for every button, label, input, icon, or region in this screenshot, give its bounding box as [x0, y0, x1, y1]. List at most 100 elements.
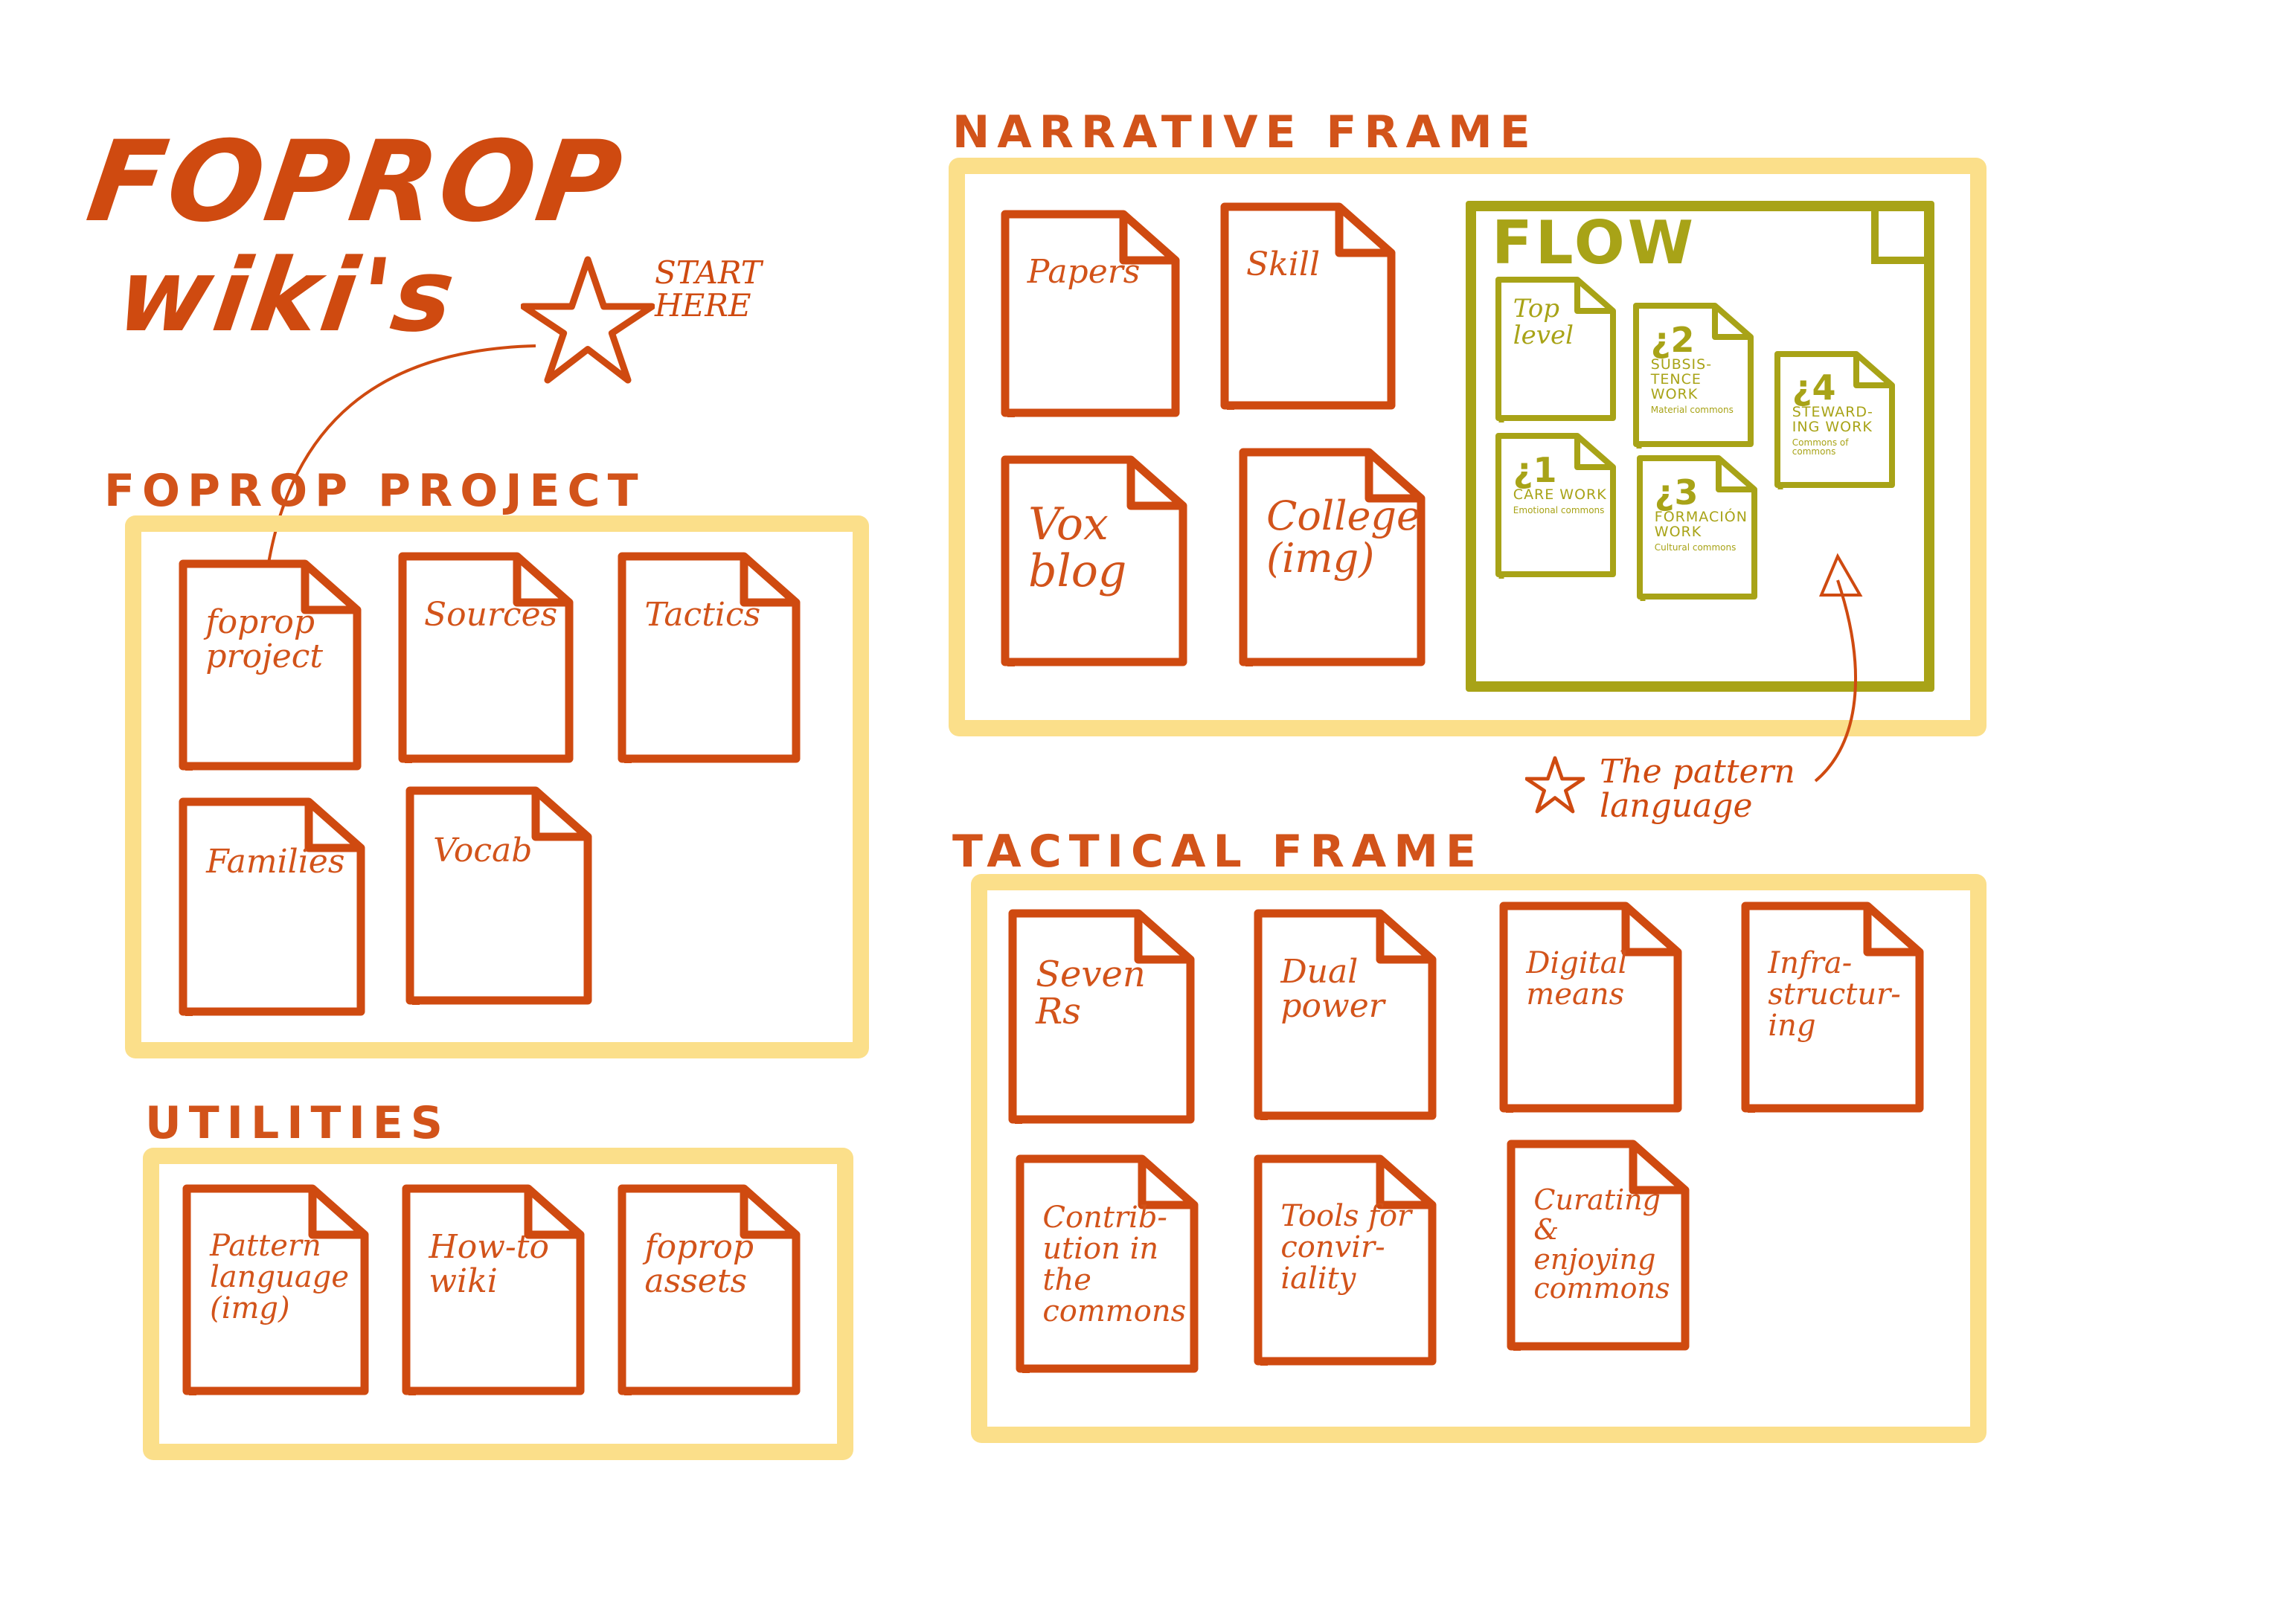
page-label: Pattern language (img): [210, 1228, 349, 1325]
flow-page-number: Top level: [1513, 294, 1574, 350]
tactical-heading: TACTICAL FRAME: [952, 826, 1484, 878]
page-icon: [179, 797, 365, 1016]
page-curating[interactable]: Curating & enjoying commons: [1507, 1138, 1700, 1354]
flow-page-work: FORMACIÓN WORK: [1654, 509, 1748, 541]
page-label: Families: [206, 843, 345, 881]
narrative-frame: [949, 158, 1986, 736]
flow-page-work: CARE WORK: [1513, 486, 1607, 504]
page-tools-conviviality[interactable]: Tools for convir-iality: [1254, 1153, 1447, 1369]
page-digital-means[interactable]: Digital means: [1499, 900, 1693, 1116]
page-label: Papers: [1027, 252, 1141, 291]
start-here-note: START HERE: [655, 254, 762, 324]
flow-page-commons: Cultural commons: [1654, 542, 1737, 553]
page-foprop-project[interactable]: foprop project: [179, 558, 372, 774]
page-icon: [405, 786, 592, 1005]
page-papers[interactable]: Papers: [1001, 208, 1190, 420]
page-pattern-language[interactable]: Pattern language (img): [182, 1183, 379, 1398]
page-label: Sources: [424, 595, 558, 634]
page-icon: [1254, 1154, 1437, 1366]
page-label: foprop assets: [644, 1227, 754, 1300]
page-vox-blog[interactable]: Vox blog: [1001, 454, 1198, 669]
page-icon: [179, 559, 362, 771]
flow-heading: FLOW: [1492, 208, 1697, 277]
page-families[interactable]: Families: [179, 796, 376, 1019]
page-contribution[interactable]: Contrib-ution in the commons: [1016, 1153, 1209, 1376]
flow-page-number: ¿4: [1792, 367, 1836, 408]
flow-page-number: ¿3: [1654, 472, 1699, 512]
page-icon: [618, 552, 801, 763]
flow-frame: [1466, 201, 1934, 692]
page-foprop-assets[interactable]: foprop assets: [618, 1183, 811, 1398]
page-label: Seven Rs: [1036, 953, 1146, 1033]
page-icon: [402, 1184, 585, 1395]
page-label: Vocab: [433, 832, 533, 870]
page-infrastructuring[interactable]: Infra-structur-ing: [1741, 900, 1934, 1116]
page-label: Infra-structur-ing: [1768, 945, 1901, 1043]
page-label: Skill: [1246, 245, 1321, 283]
page-label: Tools for convir-iality: [1280, 1198, 1412, 1296]
page-icon: [1633, 303, 1754, 449]
flow-page-top-level[interactable]: Top level: [1495, 275, 1622, 424]
page-icon: [182, 1184, 369, 1395]
flow-page-number: ¿1: [1513, 450, 1557, 490]
utilities-frame: [143, 1148, 853, 1460]
project-heading: FOPROP PROJECT: [104, 465, 646, 517]
page-label: foprop project: [205, 602, 324, 675]
flow-page-commons: Emotional commons: [1513, 505, 1605, 516]
tactical-frame: [971, 874, 1986, 1443]
project-frame: [125, 515, 869, 1058]
flow-page-work: STEWARD-ING WORK: [1792, 403, 1873, 435]
page-icon: [1495, 277, 1616, 422]
flow-page-label: Top level: [1513, 294, 1609, 352]
page-icon: [1637, 455, 1757, 601]
page-icon: [1008, 909, 1195, 1124]
page-icon: [1499, 902, 1682, 1113]
page-seven-rs[interactable]: Seven Rs: [1008, 907, 1205, 1127]
flow-page-number: ¿2: [1650, 320, 1695, 360]
page-label: How-to wiki: [429, 1227, 549, 1300]
page-icon: [398, 552, 574, 763]
page-label: Digital means: [1526, 945, 1628, 1012]
page-tactics[interactable]: Tactics: [618, 550, 811, 766]
page-icon: [1495, 433, 1616, 579]
page-how-to-wiki[interactable]: How-to wiki: [402, 1183, 595, 1398]
page-skill[interactable]: Skill: [1220, 201, 1406, 413]
page-dual-power[interactable]: Dual power: [1254, 907, 1447, 1123]
pattern-star-icon: [1524, 755, 1585, 814]
page-icon: [1774, 351, 1895, 489]
page-sources[interactable]: Sources: [398, 550, 584, 766]
page-vocab[interactable]: Vocab: [405, 785, 603, 1008]
page-label: Tactics: [644, 595, 761, 634]
page-label: Contrib-ution in the commons: [1042, 1201, 1187, 1328]
flow-page-commons: Material commons: [1650, 405, 1734, 416]
narrative-heading: NARRATIVE FRAME: [952, 106, 1538, 158]
page-label: Vox blog: [1028, 498, 1127, 597]
page-icon: [1507, 1140, 1690, 1351]
pattern-language-note: The pattern language: [1600, 753, 1795, 826]
page-college[interactable]: College (img): [1239, 446, 1436, 669]
page-icon: [618, 1184, 801, 1395]
page-icon: [1254, 909, 1437, 1120]
page-icon: [1741, 902, 1924, 1113]
page-icon: [1239, 448, 1426, 666]
page-icon: [1001, 455, 1187, 666]
flow-frame-fold: [1867, 193, 1942, 268]
utilities-heading: UTILITIES: [145, 1097, 450, 1149]
page-label: College (img): [1266, 492, 1420, 582]
flow-page-work: SUBSIS-TENCE WORK: [1650, 356, 1713, 403]
page-icon: [1001, 210, 1180, 417]
page-label: Dual power: [1280, 952, 1385, 1025]
start-star-icon: [520, 253, 655, 387]
page-icon: [1220, 202, 1396, 410]
page-label: Curating & enjoying commons: [1533, 1183, 1670, 1305]
page-icon: [1016, 1154, 1199, 1373]
